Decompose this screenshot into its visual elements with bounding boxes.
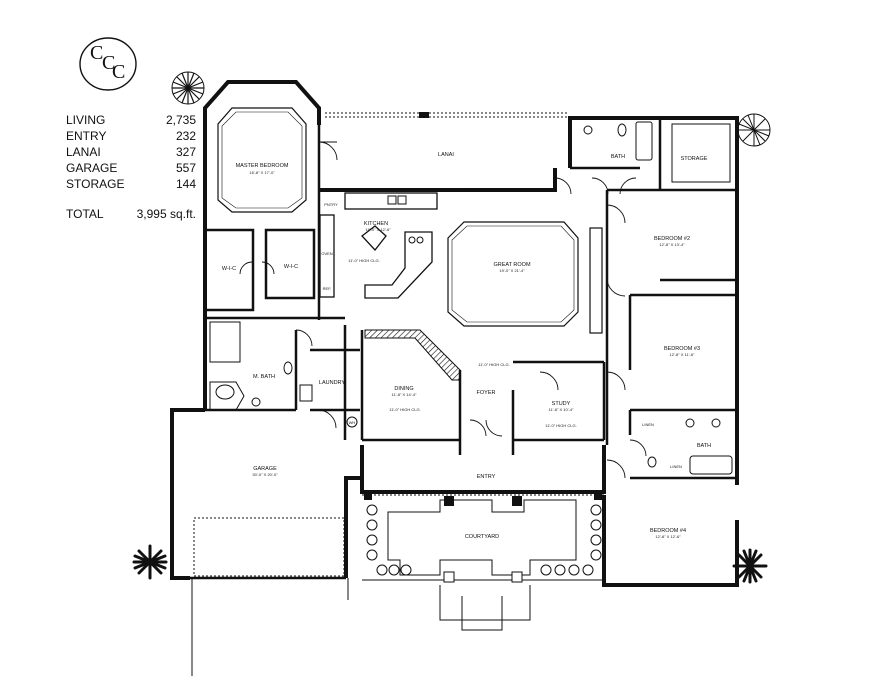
room-dims-study: 11'-8" X 10'-4" xyxy=(549,407,575,412)
room-dims-bedroom2: 12'-8" X 13'-4" xyxy=(659,242,685,247)
stat-label: ENTRY xyxy=(66,129,107,143)
room-label-ref: REF. xyxy=(323,286,332,291)
stat-value: 144 xyxy=(175,177,196,191)
stat-value: 232 xyxy=(175,129,196,143)
room-dims-kitchen: 16'-0" X 12'-6" xyxy=(365,227,391,232)
room-label-lanai: LANAI xyxy=(438,152,454,158)
room-label-bedroom2: BEDROOM #2 xyxy=(654,236,690,242)
stat-label: TOTAL xyxy=(66,207,104,221)
stat-label: LIVING xyxy=(66,113,106,127)
room-dims-garage: 30'-0" X 20'-0" xyxy=(252,472,278,477)
room-label-pantry: PNTRY xyxy=(324,202,338,207)
bath-fixtures xyxy=(209,121,733,475)
stat-value: 327 xyxy=(175,145,196,159)
stat-row-total: TOTAL 3,995 sq.ft. xyxy=(66,206,196,222)
great-room-tray-ceiling xyxy=(447,221,579,327)
dining-ceiling-note: 11'-0" HIGH CLG. xyxy=(389,407,420,412)
room-dims-master-bedroom: 16'-8" X 17'-0" xyxy=(249,170,275,175)
door-swings xyxy=(239,141,647,479)
room-label-laundry: LAUNDRY xyxy=(319,380,346,386)
stat-label: GARAGE xyxy=(66,161,118,175)
room-label-entry: ENTRY xyxy=(477,474,496,480)
room-label-wic-left: W-I-C xyxy=(222,266,236,272)
room-labels: MASTER BEDROOM 16'-8" X 17'-0" LANAI BAT… xyxy=(222,152,711,540)
palm-tree-icon xyxy=(737,113,771,147)
dining-hatched-wall xyxy=(364,329,461,381)
room-label-dining: DINING xyxy=(394,386,413,392)
water-heater-label: WH xyxy=(349,420,356,425)
room-label-foyer: FOYER xyxy=(477,390,496,396)
stat-value: 557 xyxy=(175,161,196,175)
stat-value: 3,995 sq.ft. xyxy=(136,207,196,221)
ccc-logo: C C C xyxy=(78,36,138,92)
room-label-oven: OVEN xyxy=(321,251,332,256)
stat-row-storage: STORAGE 144 xyxy=(66,176,196,192)
room-label-linen-top: LINEN xyxy=(642,422,654,427)
courtyard-columns xyxy=(364,492,602,506)
room-dims-bedroom3: 12'-8" X 11'-6" xyxy=(670,352,696,357)
stat-row-living: LIVING 2,735 xyxy=(66,112,196,128)
foyer-ceiling-note: 11'-0" HIGH CLG. xyxy=(478,362,509,367)
lanai-column xyxy=(419,112,429,118)
room-label-garage: GARAGE xyxy=(253,466,277,472)
room-label-bath-top: BATH xyxy=(611,154,625,160)
great-room-tray-ceiling-inner xyxy=(451,225,575,323)
room-label-bath-right: BATH xyxy=(697,443,711,449)
room-dims-dining: 11'-8" X 14'-4" xyxy=(392,392,418,397)
interior-walls xyxy=(203,118,737,480)
stat-row-entry: ENTRY 232 xyxy=(66,128,196,144)
kitchen-ceiling-note: 11'-0" HIGH CLG. xyxy=(348,258,379,263)
room-label-bedroom3: BEDROOM #3 xyxy=(664,346,700,352)
room-label-master-bedroom: MASTER BEDROOM xyxy=(236,163,289,169)
room-dims-great-room: 19'-0" X 21'-4" xyxy=(499,268,525,273)
palm-tree-icon xyxy=(132,544,168,580)
stat-row-garage: GARAGE 557 xyxy=(66,160,196,176)
master-tray-ceiling-inner xyxy=(221,111,303,209)
logo-letter: C xyxy=(112,61,126,83)
logo-letter: C xyxy=(102,52,116,74)
logo-circle xyxy=(79,37,137,91)
room-label-study: STUDY xyxy=(552,401,571,407)
stat-label: LANAI xyxy=(66,145,101,159)
stat-label: STORAGE xyxy=(66,177,125,191)
room-label-kitchen: KITCHEN xyxy=(364,221,388,227)
stat-value: 2,735 xyxy=(165,113,196,127)
courtyard-planters xyxy=(366,504,602,583)
logo-letter: C xyxy=(90,42,104,64)
room-label-linen-bottom: LINEN xyxy=(670,464,682,469)
lanai-screen xyxy=(325,112,568,118)
master-tray-ceiling xyxy=(217,107,307,213)
palm-tree-icon xyxy=(171,71,205,105)
room-label-storage: STORAGE xyxy=(681,156,708,162)
room-label-courtyard: COURTYARD xyxy=(465,534,499,540)
palm-tree-icon xyxy=(732,548,768,584)
study-ceiling-note: 11'-0" HIGH CLG. xyxy=(545,423,576,428)
room-label-m-bath: M. BATH xyxy=(253,374,275,380)
kitchen-counters xyxy=(319,192,438,299)
stat-row-lanai: LANAI 327 xyxy=(66,144,196,160)
great-room-builtin xyxy=(589,227,603,334)
room-label-great-room: GREAT ROOM xyxy=(493,262,530,268)
garage-door xyxy=(190,517,349,676)
room-label-wic-right: W-I-C xyxy=(284,264,298,270)
kitchen-sink xyxy=(387,195,424,244)
room-label-bedroom4: BEDROOM #4 xyxy=(650,528,686,534)
room-dims-bedroom4: 12'-8" X 12'-6" xyxy=(655,534,681,539)
courtyard-area xyxy=(362,494,604,631)
